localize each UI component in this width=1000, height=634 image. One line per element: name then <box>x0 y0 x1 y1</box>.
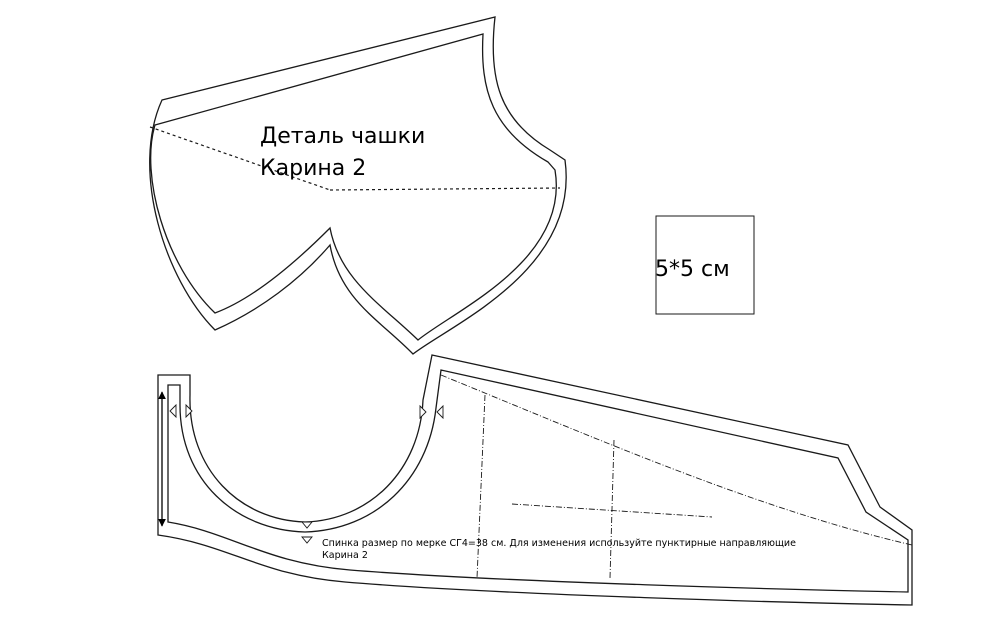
scale-square-label: 5*5 см <box>655 257 730 282</box>
notch-left-2 <box>185 403 193 419</box>
back-guide-vertical-2 <box>609 439 615 579</box>
back-note-line2: Карина 2 <box>322 550 368 561</box>
back-guide-horizontal <box>511 503 713 518</box>
notch-left-1 <box>169 403 177 419</box>
notch-bottom-1 <box>301 521 313 529</box>
notch-right-2 <box>436 404 444 420</box>
cup-outer-outline <box>149 16 567 355</box>
cup-inner-outline <box>150 33 557 341</box>
back-guide-diagonal <box>440 374 913 546</box>
notch-right-1 <box>419 404 427 420</box>
back-outer-outline <box>157 354 913 606</box>
cup-guide-right <box>329 187 561 191</box>
back-piece: Спинка размер по мерке СГ4=38 см. Для из… <box>157 354 913 606</box>
cup-guide-left <box>149 126 331 191</box>
scale-square: 5*5 см <box>655 215 755 315</box>
cup-title-line2: Карина 2 <box>260 156 366 181</box>
back-inner-outline <box>167 369 909 593</box>
scale-square-box <box>655 215 755 315</box>
cup-title-line1: Деталь чашки <box>260 124 425 149</box>
cup-piece: Деталь чашки Карина 2 <box>149 16 567 355</box>
back-guide-vertical-1 <box>476 394 486 579</box>
back-note-line1: Спинка размер по мерке СГ4=38 см. Для из… <box>322 538 796 549</box>
notch-bottom-2 <box>301 536 313 544</box>
